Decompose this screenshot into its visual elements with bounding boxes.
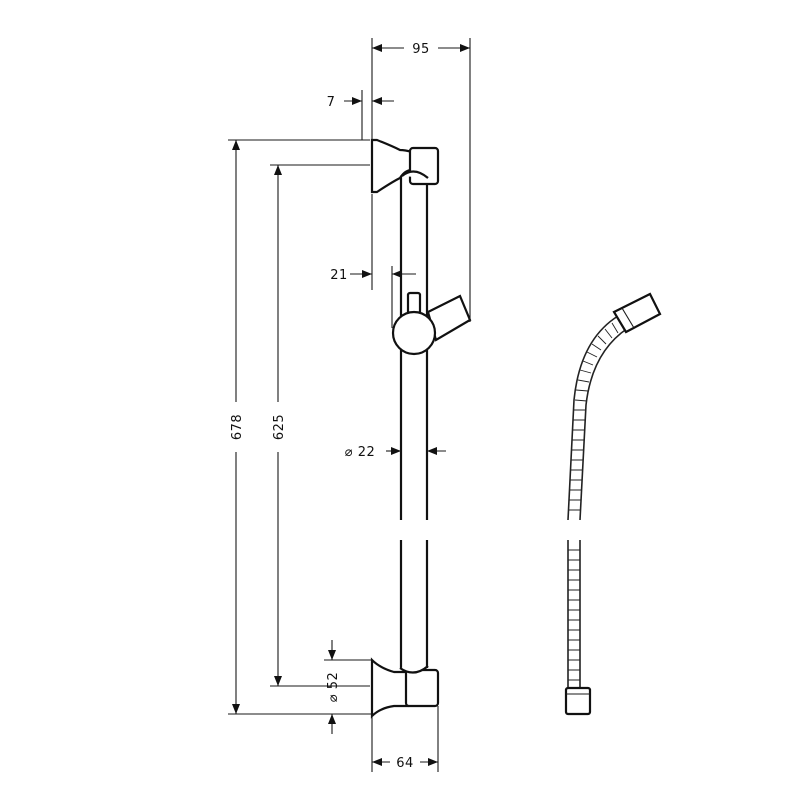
shower-hose — [564, 292, 662, 716]
top-wall-bracket — [370, 138, 440, 194]
dim-overall-height: 678 — [228, 139, 370, 715]
hose-upper-nut — [612, 292, 662, 334]
shower-slider — [391, 291, 472, 356]
dim-overall-height-label: 678 — [230, 414, 245, 440]
dim-slider-offset-label: 21 — [330, 268, 348, 283]
dim-bracket-spacing-label: 625 — [272, 414, 287, 440]
dim-bracket-spacing: 625 — [270, 164, 370, 687]
dim-rail-diameter: ⌀ 22 — [345, 445, 446, 460]
dim-bracket-depth-label: 64 — [396, 756, 414, 771]
shower-rail — [370, 138, 472, 719]
bottom-wall-bracket — [370, 657, 440, 719]
dim-bracket-diameter-label: ⌀ 52 — [326, 672, 341, 703]
dim-top-width-label: 95 — [412, 42, 430, 57]
hose-lower-nut — [564, 686, 592, 716]
dim-bracket-offset: 7 — [327, 90, 394, 140]
dim-top-width: 95 — [371, 38, 471, 322]
dim-bracket-diameter: ⌀ 52 — [324, 640, 372, 734]
dim-bracket-offset-label: 7 — [327, 95, 336, 110]
dim-slider-offset: 21 — [330, 194, 416, 328]
dim-bracket-depth: 64 — [371, 706, 439, 772]
dim-rail-diameter-label: ⌀ 22 — [345, 445, 376, 460]
